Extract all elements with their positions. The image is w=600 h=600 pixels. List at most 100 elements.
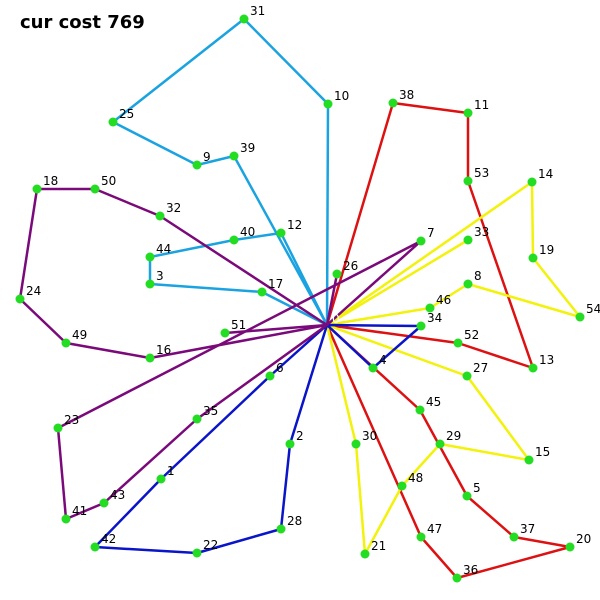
node-35 <box>192 414 202 424</box>
route-line-4 <box>325 324 572 580</box>
node-45 <box>415 405 425 415</box>
route-line-12 <box>18 187 328 360</box>
node-15 <box>524 455 534 465</box>
node-label: 18 <box>43 174 58 188</box>
node-label: 50 <box>101 174 116 188</box>
node-label: 49 <box>72 328 87 342</box>
node-29 <box>435 439 445 449</box>
node-layer <box>15 14 585 583</box>
node-label: 27 <box>473 361 488 375</box>
node-4 <box>368 363 378 373</box>
node-47 <box>416 532 426 542</box>
node-1 <box>156 474 166 484</box>
node-label: 37 <box>520 522 535 536</box>
node-label: 34 <box>427 311 442 325</box>
node-label: 11 <box>474 98 489 112</box>
node-53 <box>463 176 473 186</box>
node-label: 40 <box>240 225 255 239</box>
node-label: 35 <box>203 404 218 418</box>
node-52 <box>453 338 463 348</box>
route-line-8 <box>326 323 423 370</box>
node-19 <box>528 253 538 263</box>
node-label: 29 <box>446 429 461 443</box>
node-label: 33 <box>474 225 489 239</box>
node-label: 20 <box>576 532 591 546</box>
node-label: 1 <box>167 464 175 478</box>
node-44 <box>145 252 155 262</box>
node-27 <box>462 371 472 381</box>
node-label: 7 <box>427 226 435 240</box>
node-23 <box>53 423 63 433</box>
node-51 <box>220 328 230 338</box>
node-label: 45 <box>426 395 441 409</box>
node-label: 41 <box>72 504 87 518</box>
node-10 <box>323 99 333 109</box>
route-line-9 <box>93 324 329 555</box>
node-13 <box>528 363 538 373</box>
node-label: 31 <box>250 4 265 18</box>
node-label: 5 <box>473 481 481 495</box>
node-label: 21 <box>371 539 386 553</box>
node-label: 52 <box>464 328 479 342</box>
node-21 <box>360 549 370 559</box>
depot-label: 0 <box>332 312 340 326</box>
node-label: 32 <box>166 201 181 215</box>
route-line-7 <box>325 323 531 556</box>
node-label: 24 <box>26 284 41 298</box>
node-label: 51 <box>231 318 246 332</box>
node-24 <box>15 294 25 304</box>
node-3 <box>145 279 155 289</box>
node-38 <box>388 98 398 108</box>
node-label: 25 <box>119 107 134 121</box>
node-label: 19 <box>539 243 554 257</box>
node-label: 22 <box>203 538 218 552</box>
route-layer <box>18 17 582 580</box>
node-label: 13 <box>539 353 554 367</box>
node-label: 4 <box>379 353 387 367</box>
node-48 <box>397 481 407 491</box>
node-label: 44 <box>156 242 171 256</box>
label-layer: 1234567891011121314151617181920212223242… <box>26 4 600 577</box>
node-label: 38 <box>399 88 414 102</box>
node-22 <box>192 548 202 558</box>
node-label: 53 <box>474 166 489 180</box>
node-label: 12 <box>287 218 302 232</box>
node-42 <box>90 542 100 552</box>
node-30 <box>351 439 361 449</box>
cost-title: cur cost 769 <box>20 12 145 33</box>
node-18 <box>32 184 42 194</box>
node-41 <box>61 514 71 524</box>
node-12 <box>276 228 286 238</box>
node-25 <box>108 117 118 127</box>
node-label: 43 <box>110 488 125 502</box>
node-11 <box>463 108 473 118</box>
route-line-1 <box>111 17 330 326</box>
node-label: 2 <box>296 429 304 443</box>
node-label: 23 <box>64 413 79 427</box>
node-16 <box>145 353 155 363</box>
node-label: 15 <box>535 445 550 459</box>
node-7 <box>416 236 426 246</box>
node-2 <box>285 439 295 449</box>
node-17 <box>257 287 267 297</box>
node-36 <box>452 573 462 583</box>
node-label: 28 <box>287 514 302 528</box>
node-31 <box>239 14 249 24</box>
node-50 <box>90 184 100 194</box>
node-8 <box>463 279 473 289</box>
node-label: 47 <box>427 522 442 536</box>
node-49 <box>61 338 71 348</box>
node-label: 17 <box>268 277 283 291</box>
route-line-10 <box>56 239 423 521</box>
node-label: 36 <box>463 563 478 577</box>
node-9 <box>192 160 202 170</box>
node-label: 30 <box>362 429 377 443</box>
node-label: 8 <box>474 269 482 283</box>
node-label: 9 <box>203 150 211 164</box>
node-37 <box>509 532 519 542</box>
node-14 <box>527 177 537 187</box>
node-label: 26 <box>343 259 358 273</box>
node-label: 10 <box>334 89 349 103</box>
node-39 <box>229 151 239 161</box>
